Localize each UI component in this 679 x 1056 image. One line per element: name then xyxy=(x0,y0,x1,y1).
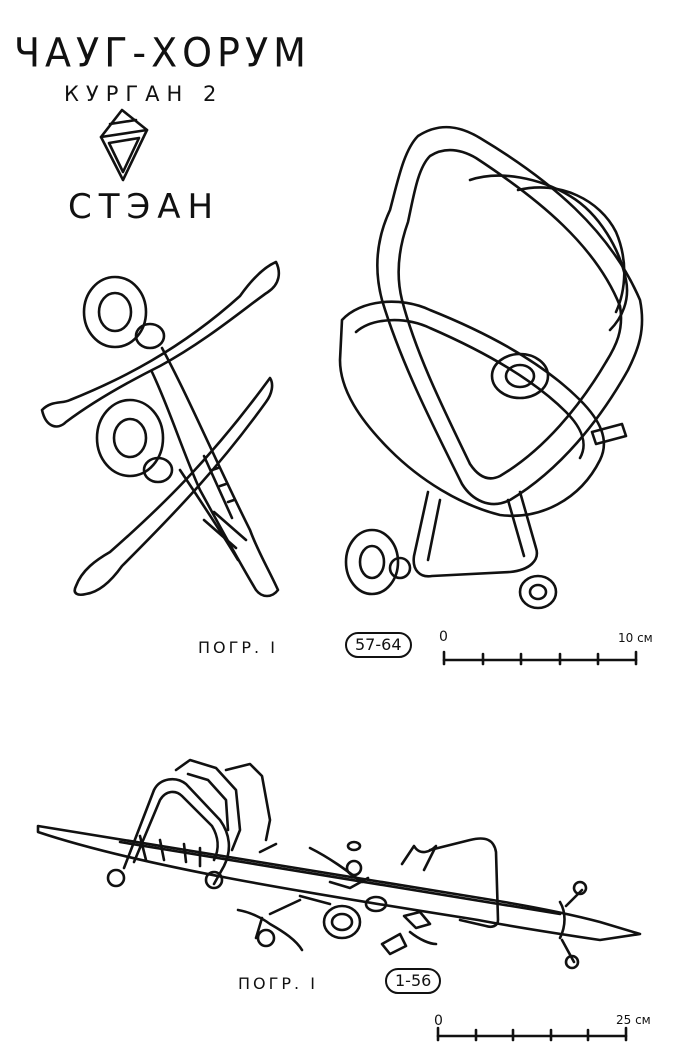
tamga-emblem xyxy=(99,108,149,182)
culture-label: СТЭАН xyxy=(68,187,221,227)
scale-lower-start-label: 0 xyxy=(434,1013,443,1029)
kurgan-label: КУРГАН 2 xyxy=(64,82,224,106)
stirrups-and-bit xyxy=(338,125,644,610)
site-title: ЧАУГ-ХОРУМ xyxy=(14,29,311,77)
burial-assemblage-sword-stirrups xyxy=(36,758,642,970)
scale-upper-end-label: 10 см xyxy=(618,631,653,645)
catalog-number-lower: 1-56 xyxy=(385,968,442,994)
scale-upper-start-label: 0 xyxy=(439,629,448,645)
scale-bar-25cm xyxy=(436,1026,628,1042)
bridle-bit-with-cheekpieces xyxy=(40,260,281,598)
scale-lower-end-label: 25 см xyxy=(616,1013,651,1027)
burial-label-upper: ПОГР. I xyxy=(198,638,278,657)
catalog-number-upper: 57-64 xyxy=(345,632,412,658)
scale-bar-10cm xyxy=(442,650,638,666)
burial-label-lower: ПОГР. I xyxy=(238,974,318,993)
